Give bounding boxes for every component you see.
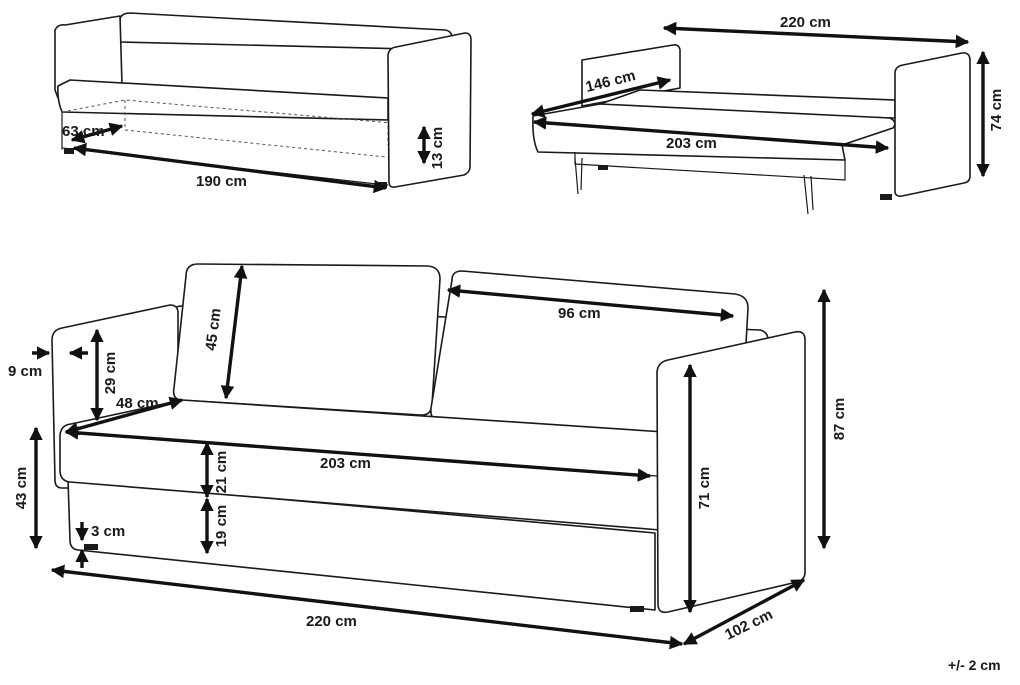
leg	[64, 148, 74, 154]
label-base-height: 13 cm	[429, 127, 446, 170]
label-backrest-height: 45 cm	[203, 307, 225, 351]
tolerance-note: +/- 2 cm	[948, 657, 1001, 673]
dim-base-depth-63	[70, 122, 124, 144]
dim-total-width-220	[50, 564, 684, 650]
label-armrest-height: 29 cm	[102, 352, 119, 395]
right-armrest	[656, 330, 806, 614]
dim-bed-depth-146	[530, 76, 672, 118]
right-armrest	[894, 52, 971, 197]
dim-seat-width-203	[64, 426, 652, 482]
label-height: 74 cm	[988, 89, 1005, 132]
back-frame	[119, 12, 453, 51]
label-seat-width: 203 cm	[320, 455, 371, 472]
view-open-sofa-bed: 220 cm 146 cm 203 cm 74 cm	[530, 14, 1005, 215]
dim-total-width-220	[662, 21, 970, 49]
label-backrest-width: 96 cm	[558, 305, 601, 322]
label-total-width: 220 cm	[306, 613, 357, 630]
seat-cushion	[57, 79, 389, 121]
leg	[803, 174, 814, 215]
leg	[574, 157, 583, 195]
label-seat-height: 43 cm	[13, 467, 30, 510]
label-total-height: 87 cm	[831, 398, 848, 441]
label-cushion-thickness: 21 cm	[213, 451, 230, 494]
label-leg-height: 3 cm	[91, 523, 125, 540]
leg	[880, 194, 892, 200]
label-base-length: 190 cm	[196, 173, 247, 190]
leg	[84, 544, 98, 550]
dim-backrest-height-45	[220, 264, 248, 400]
label-base-depth: 63 cm	[62, 123, 105, 140]
dim-backrest-width-96	[446, 284, 735, 322]
label-seat-depth: 48 cm	[116, 395, 159, 412]
label-arm-height: 71 cm	[696, 467, 713, 510]
label-total-width: 220 cm	[780, 14, 831, 31]
leg	[630, 606, 644, 612]
view-closed-sofa: 63 cm 190 cm 13 cm	[54, 12, 472, 194]
dim-mattress-length-203	[532, 116, 890, 154]
label-base-height: 19 cm	[213, 505, 230, 548]
leg	[598, 165, 608, 170]
label-total-depth: 102 cm	[722, 606, 775, 644]
dim-total-depth-102	[682, 578, 806, 646]
right-armrest	[387, 32, 472, 188]
view-main-sofa: 45 cm 96 cm 9 cm 29 cm 48 cm 203 cm 21 c…	[8, 263, 848, 650]
dim-base-length-190	[72, 142, 388, 194]
label-armrest-width: 9 cm	[8, 363, 42, 380]
label-mattress-length: 203 cm	[666, 135, 717, 152]
